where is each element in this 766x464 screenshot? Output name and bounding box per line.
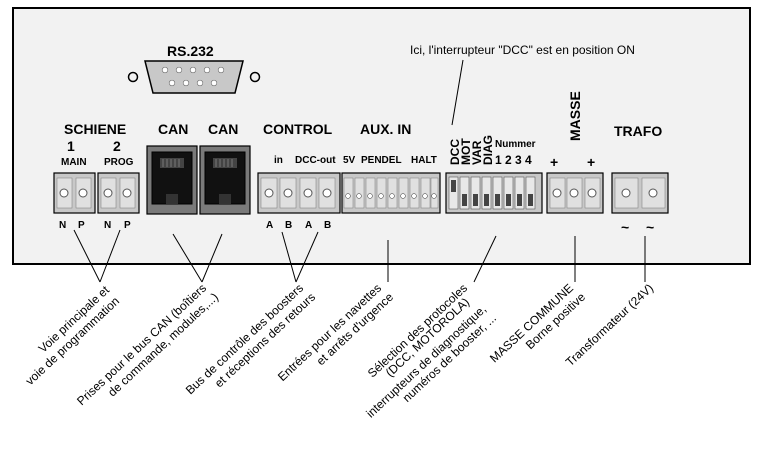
- aux-halt-label: HALT: [411, 155, 437, 166]
- nummer-digits-label: 1 2 3 4: [495, 153, 532, 167]
- aux-pendel-label: PENDEL: [361, 155, 402, 166]
- trafo-tilde1-label: ~: [621, 219, 629, 235]
- masse-label: MASSE: [567, 91, 583, 141]
- schiene-label: SCHIENE: [64, 121, 126, 137]
- can-sockets: [146, 145, 251, 215]
- dip-mot-label: MOT: [459, 138, 473, 165]
- n2-label: N: [104, 220, 111, 231]
- control-in-label: in: [274, 155, 283, 166]
- prog-label: PROG: [104, 157, 134, 168]
- rails-terminal-block: [53, 172, 140, 214]
- dcc-note-pointer: [451, 59, 464, 126]
- aux-in-label: AUX. IN: [360, 121, 411, 137]
- rs232-connector: [127, 60, 261, 94]
- ctl-a1-label: A: [266, 220, 273, 231]
- schiene-2-label: 2: [113, 138, 121, 154]
- svg-text:et réceptions des retours: et réceptions des retours: [212, 290, 318, 390]
- can2-label: CAN: [208, 121, 238, 137]
- dip-dcc-label: DCC: [448, 139, 462, 165]
- aux-terminal-block: [341, 172, 441, 214]
- dip-switch-block: [445, 172, 543, 214]
- masse-plus2-label: +: [587, 154, 595, 170]
- control-dcc-out-label: DCC-out: [295, 155, 336, 166]
- trafo-terminal-block: [611, 172, 669, 214]
- aux-5v-label: 5V: [343, 155, 356, 166]
- dip-diag-label: DIAG: [481, 135, 495, 165]
- p2-label: P: [124, 220, 131, 231]
- n1-label: N: [59, 220, 66, 231]
- schiene-1-label: 1: [67, 138, 75, 154]
- rs232-label: RS.232: [167, 43, 214, 59]
- can1-label: CAN: [158, 121, 188, 137]
- masse-plus1-label: +: [550, 154, 558, 170]
- control-label: CONTROL: [263, 121, 333, 137]
- main-label: MAIN: [61, 157, 87, 168]
- nummer-label: Nummer: [495, 139, 536, 150]
- trafo-label: TRAFO: [614, 123, 662, 139]
- control-terminal-block: [257, 172, 341, 214]
- dcc-position-note: Ici, l'interrupteur "DCC" est en positio…: [410, 43, 635, 57]
- ctl-a2-label: A: [305, 220, 312, 231]
- ctl-b1-label: B: [285, 220, 292, 231]
- leader-lines: [73, 229, 646, 283]
- dip-var-label: VAR: [470, 140, 484, 165]
- device-back-panel: [12, 7, 751, 265]
- trafo-tilde2-label: ~: [646, 219, 654, 235]
- masse-terminal-block: [546, 172, 604, 214]
- ctl-b2-label: B: [324, 220, 331, 231]
- p1-label: P: [78, 220, 85, 231]
